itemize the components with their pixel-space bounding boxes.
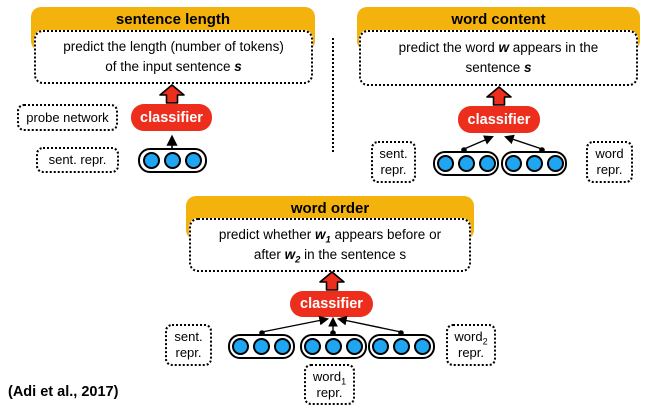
unit-circle (325, 338, 342, 355)
representation-box-sentence (433, 151, 499, 176)
unit-circle (185, 152, 202, 169)
panel-title: word order (290, 200, 370, 217)
panel-separator (332, 38, 334, 152)
unit-circle (346, 338, 363, 355)
unit-circle (457, 155, 475, 172)
classifier-box: classifier (131, 104, 212, 131)
panel-title: word content (451, 11, 546, 28)
unit-circle (143, 152, 160, 169)
representation-box-word (501, 151, 567, 176)
unit-circle (164, 152, 181, 169)
unit-circle (525, 155, 543, 172)
sent-repr-label: sent. repr. (36, 147, 119, 173)
unit-circle (253, 338, 270, 355)
unit-circle (414, 338, 431, 355)
citation: (Adi et al., 2017) (8, 384, 119, 400)
probe-network-label: probe network (17, 104, 118, 131)
task-description-sentence-length: predict the length (number of tokens)of … (34, 30, 313, 84)
representation-box-word1 (300, 334, 367, 359)
unit-circle (304, 338, 321, 355)
unit-circle (546, 155, 564, 172)
unit-circle (393, 338, 410, 355)
representation-box-sentence (228, 334, 295, 359)
sent-repr-label: sent.repr. (371, 141, 416, 183)
unit-circle (372, 338, 389, 355)
representation-box-sentence (138, 148, 207, 173)
sent-repr-label: sent.repr. (165, 324, 212, 366)
unit-circle (274, 338, 291, 355)
unit-circle (504, 155, 522, 172)
unit-circle (232, 338, 249, 355)
classifier-box: classifier (458, 106, 540, 133)
unit-circle (478, 155, 496, 172)
panel-title: sentence length (115, 11, 231, 28)
unit-circle (436, 155, 454, 172)
classifier-box: classifier (290, 291, 373, 317)
representation-box-word2 (368, 334, 435, 359)
